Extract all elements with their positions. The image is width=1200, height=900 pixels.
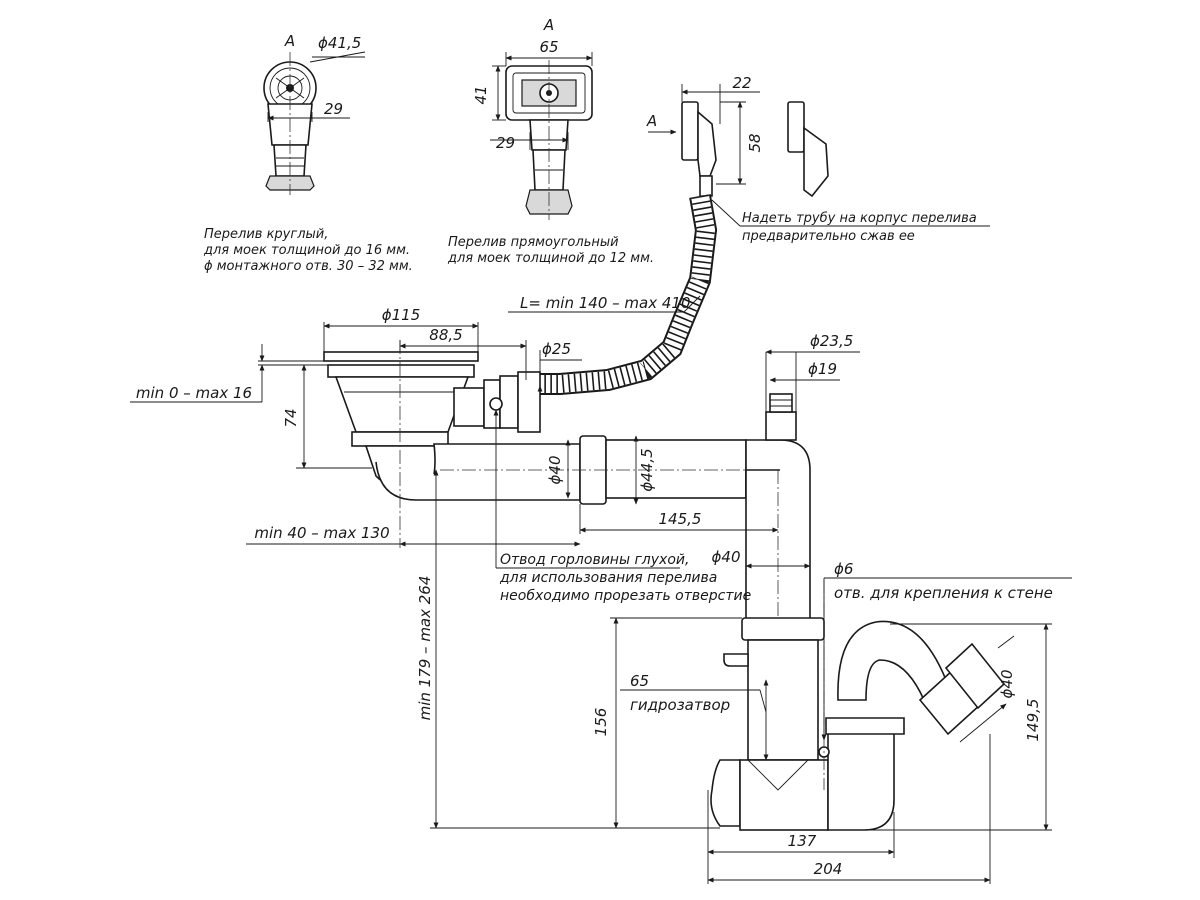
horizontal-pipe [440, 435, 810, 505]
outlet-note-line3: необходимо прорезать отверстие [500, 588, 751, 604]
vertical-pipe-label: ϕ40 [712, 548, 741, 566]
pipe-outer-label: ϕ44,5 [638, 448, 656, 491]
trap-width-label: 137 [788, 832, 817, 850]
total-width-label: 204 [814, 860, 843, 878]
trap-height-label: 156 [592, 708, 610, 737]
rect-note-line2: для моек толщиной до 12 мм. [447, 251, 654, 266]
rect-overflow-view [490, 52, 593, 220]
round-note-line1: Перелив круглый, [204, 227, 328, 242]
sink-diameter-label: ϕ115 [382, 306, 421, 324]
hose-diameter-label: ϕ25 [542, 340, 571, 358]
pipe-length-label: 145,5 [659, 510, 702, 528]
branch-inner-label: ϕ19 [808, 360, 837, 378]
round-note-line2: для моек толщиной до 16 мм. [203, 243, 410, 258]
round-diameter-label: ϕ41,5 [318, 34, 361, 52]
overflow-head-side [648, 84, 760, 197]
hose-length-label: L= min 140 – max 410 [520, 294, 691, 312]
overflow-height-label: 58 [746, 133, 764, 152]
drain-height-label: 74 [282, 408, 300, 427]
corrugated-hose [540, 194, 718, 395]
hole-diameter-label: ϕ6 [834, 560, 853, 578]
wall-mount-label: отв. для крепления к стене [834, 584, 1053, 602]
outlet-note-line2: для использования перелива [499, 570, 717, 586]
vertical-range-label: min 179 – max 264 [416, 576, 434, 721]
round-width-label: 29 [324, 100, 343, 118]
outlet-height-label: 149,5 [1024, 699, 1042, 742]
water-seal-label: гидрозатвор [630, 696, 730, 714]
water-seal-value: 65 [630, 672, 649, 690]
offset-88-label: 88,5 [429, 326, 462, 344]
rect-throat-label: 29 [496, 134, 515, 152]
rect-view-label: A [543, 16, 554, 34]
round-overflow-view [263, 51, 366, 195]
outlet-diameter-label: ϕ40 [998, 670, 1016, 699]
bottle-trap [710, 580, 1006, 831]
rect-height-label: 41 [472, 85, 490, 104]
tube-note-line1: Надеть трубу на корпус перелива [742, 211, 977, 226]
branch-outer-label: ϕ23,5 [810, 332, 853, 350]
horizontal-range-label: min 40 – max 130 [254, 524, 389, 542]
sink-drain [323, 340, 581, 548]
round-view-label: A [284, 32, 295, 50]
rect-width-label: 65 [539, 38, 558, 56]
pipe-inner-label: ϕ40 [546, 456, 564, 485]
rect-note-line1: Перелив прямоугольный [448, 235, 619, 250]
outlet-note-line1: Отвод горловины глухой, [500, 552, 689, 568]
sink-thickness-label: min 0 – max 16 [136, 384, 252, 402]
overflow-width-label: 22 [732, 74, 751, 92]
round-note-line3: ϕ монтажного отв. 30 – 32 мм. [204, 259, 413, 274]
overflow-arrow-label: A [646, 112, 657, 130]
tube-note-line2: предварительно сжав ее [742, 229, 915, 244]
overflow-head-alt [787, 101, 829, 198]
